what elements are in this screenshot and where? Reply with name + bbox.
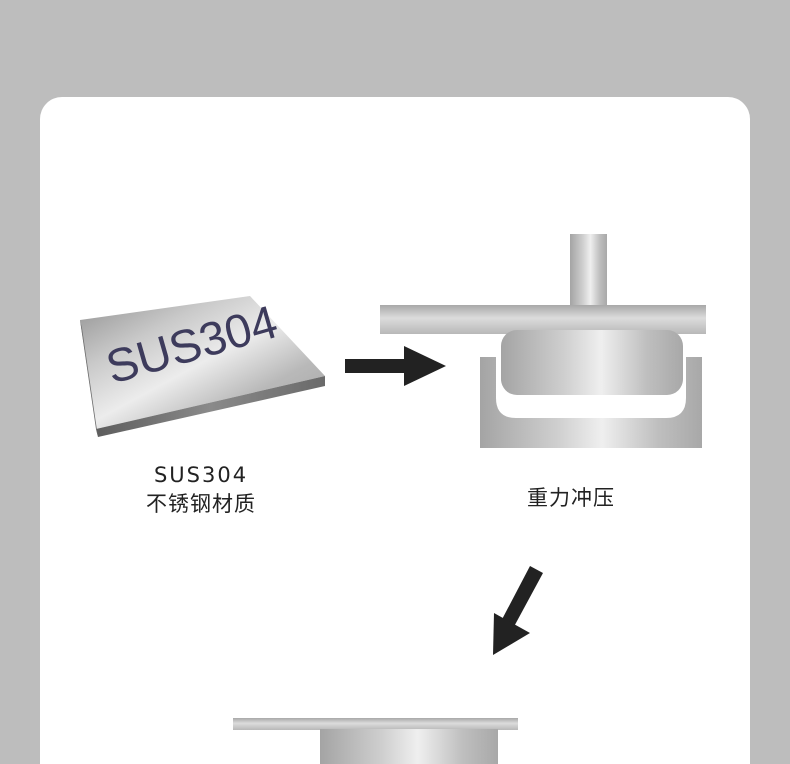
press-caption: 重力冲压: [527, 486, 615, 510]
steel-plate-icon: SUS304: [80, 294, 325, 437]
arrow-right-icon: [345, 346, 446, 386]
arrow-down-left-icon: [493, 566, 543, 655]
plate-caption-material: 不锈钢材质: [146, 492, 256, 516]
stamped-part-icon: [233, 718, 518, 764]
press-die-icon: [380, 234, 706, 448]
plate-caption-grade: SUS304: [153, 463, 249, 487]
